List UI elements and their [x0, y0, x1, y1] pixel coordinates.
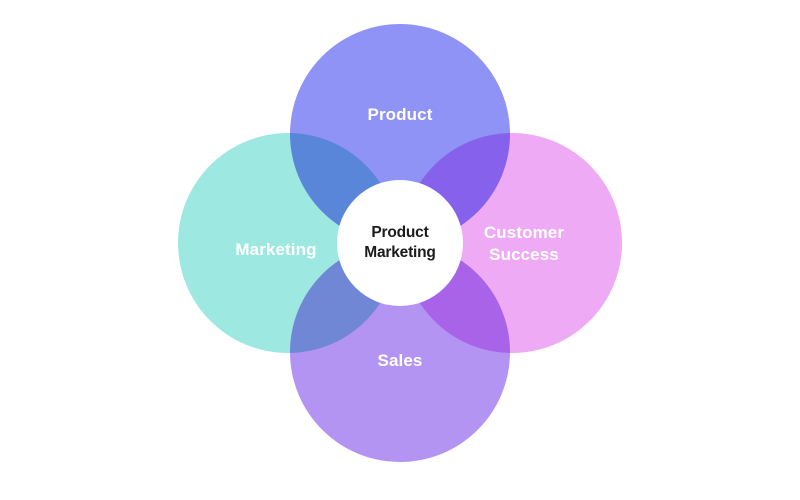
center-circle-label: Product Marketing	[364, 224, 436, 261]
circle-label-product: Product	[367, 105, 433, 124]
circle-label-marketing: Marketing	[235, 240, 317, 259]
circle-label-customer-success: Customer Success	[483, 223, 565, 265]
center-circle: Product Marketing	[337, 180, 463, 306]
circle-label-sales: Sales	[377, 351, 423, 370]
